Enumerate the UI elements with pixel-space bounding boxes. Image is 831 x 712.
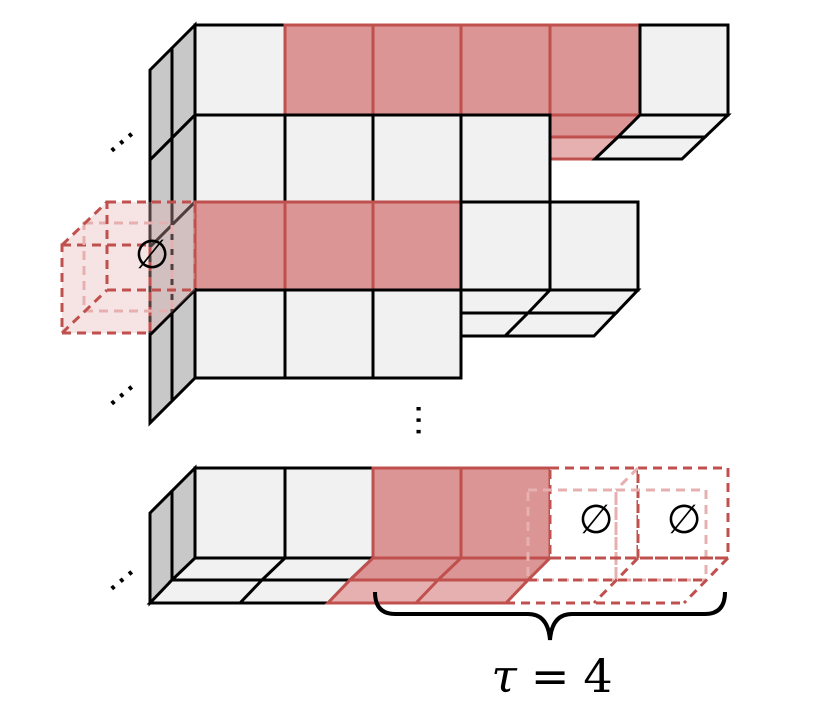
brace-label: τ=4 [491, 649, 612, 703]
cell [193, 113, 287, 204]
cell [193, 288, 287, 380]
vertical-ellipsis: ⋯ [399, 403, 439, 437]
highlighted-cell [548, 23, 642, 117]
cell [459, 200, 552, 292]
cell [193, 23, 287, 117]
cell [459, 113, 552, 204]
bottom-block: ∅ ∅ ⋯ [96, 464, 730, 607]
empty-symbol: ∅ [579, 497, 614, 543]
cell [548, 200, 640, 292]
highlighted-cell [459, 466, 552, 560]
cell [193, 466, 287, 560]
tau-value: 4 [583, 649, 612, 703]
cell [283, 466, 375, 560]
highlighted-cell [459, 23, 552, 117]
highlighted-cell [283, 23, 375, 117]
highlighted-cell [371, 23, 463, 117]
cell [638, 23, 730, 117]
ellipsis-bottom: ⋯ [96, 554, 148, 606]
ellipsis-top: ⋯ [96, 116, 148, 168]
cell [283, 113, 375, 204]
padding-cells-right: ∅ ∅ [506, 466, 730, 605]
cell [371, 288, 463, 380]
highlighted-cell [283, 200, 375, 292]
ellipsis-middle: ⋯ [96, 369, 148, 421]
cell [371, 113, 463, 204]
cell [283, 288, 375, 380]
empty-symbol: ∅ [667, 497, 702, 543]
tau-symbol: τ [491, 649, 518, 703]
top-block: ∅ ⋯ ⋯ [60, 21, 732, 427]
highlighted-cell [371, 466, 463, 560]
highlighted-cell [193, 200, 287, 292]
equals-sign: = [531, 649, 570, 703]
highlighted-cell [371, 200, 463, 292]
curly-brace [373, 591, 727, 641]
padding-cell-left: ∅ [60, 200, 197, 335]
empty-symbol: ∅ [135, 232, 170, 278]
